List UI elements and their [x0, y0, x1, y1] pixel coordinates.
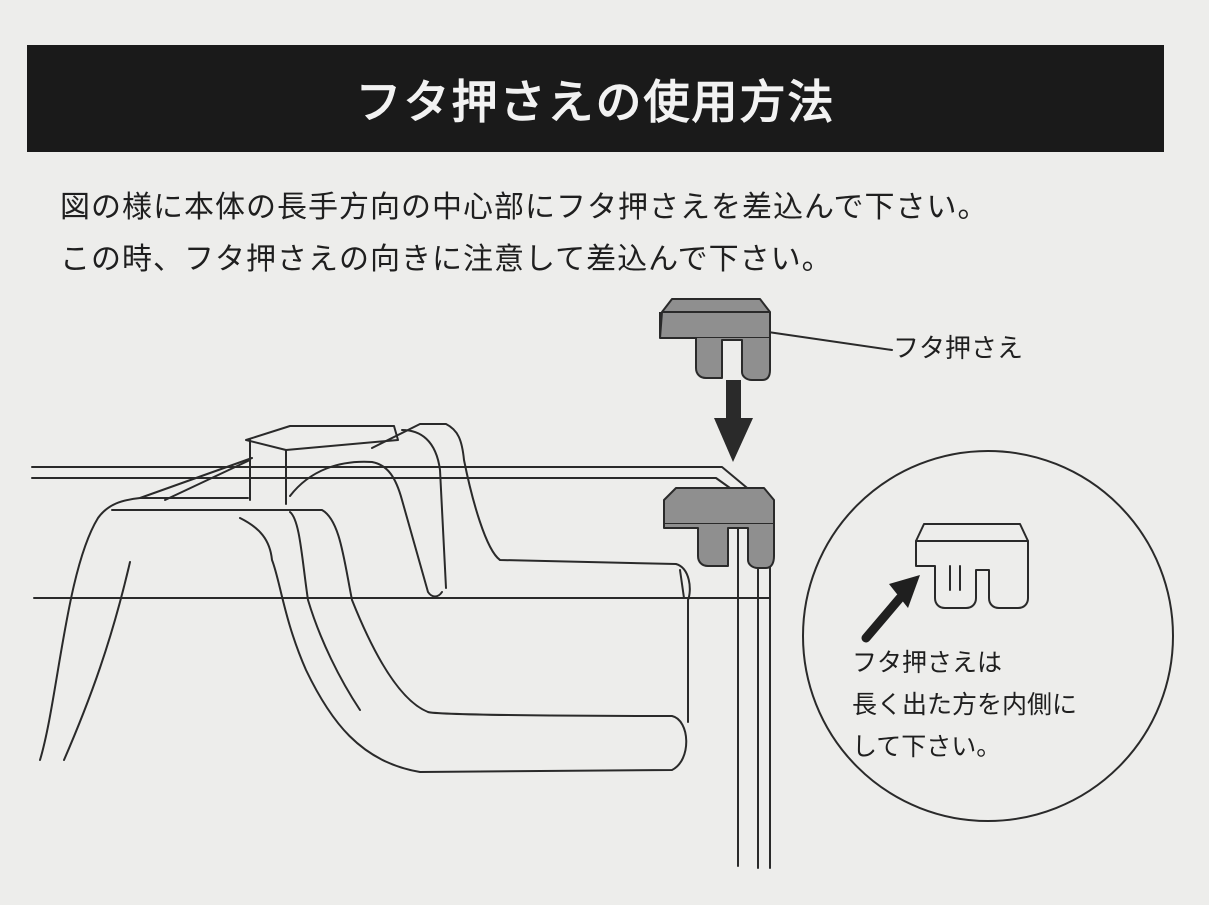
title-bar: フタ押さえの使用方法: [27, 45, 1164, 152]
lid-clip-outline-icon: [915, 523, 1029, 609]
installed-lid-clip-icon: [663, 487, 775, 569]
part-label: フタ押さえ: [893, 334, 1024, 364]
instruction-line-2: この時、フタ押さえの向きに注意して差込んで下さい。: [60, 242, 833, 277]
page-title: フタ押さえの使用方法: [355, 74, 836, 129]
detail-note: フタ押さえは 長く出た方を内側に して下さい。: [852, 642, 1077, 768]
tank-body: [31, 466, 771, 869]
instruction-line-1: 図の様に本体の長手方向の中心部にフタ押さえを差込んで下さい。: [60, 190, 989, 225]
detail-note-line-1: フタ押さえは: [852, 648, 1003, 677]
lid: [39, 423, 691, 773]
part-leader-line: [767, 331, 893, 351]
instructions: 図の様に本体の長手方向の中心部にフタ押さえを差込んで下さい。 この時、フタ押さえ…: [60, 182, 1160, 286]
down-arrow-icon: [714, 380, 753, 462]
detail-note-line-2: 長く出た方を内側に: [852, 690, 1078, 719]
pointer-arrow-icon: [861, 575, 920, 643]
detail-circle: [802, 450, 1174, 822]
lid-clip-icon: [659, 298, 771, 381]
detail-note-line-3: して下さい。: [852, 732, 1002, 761]
